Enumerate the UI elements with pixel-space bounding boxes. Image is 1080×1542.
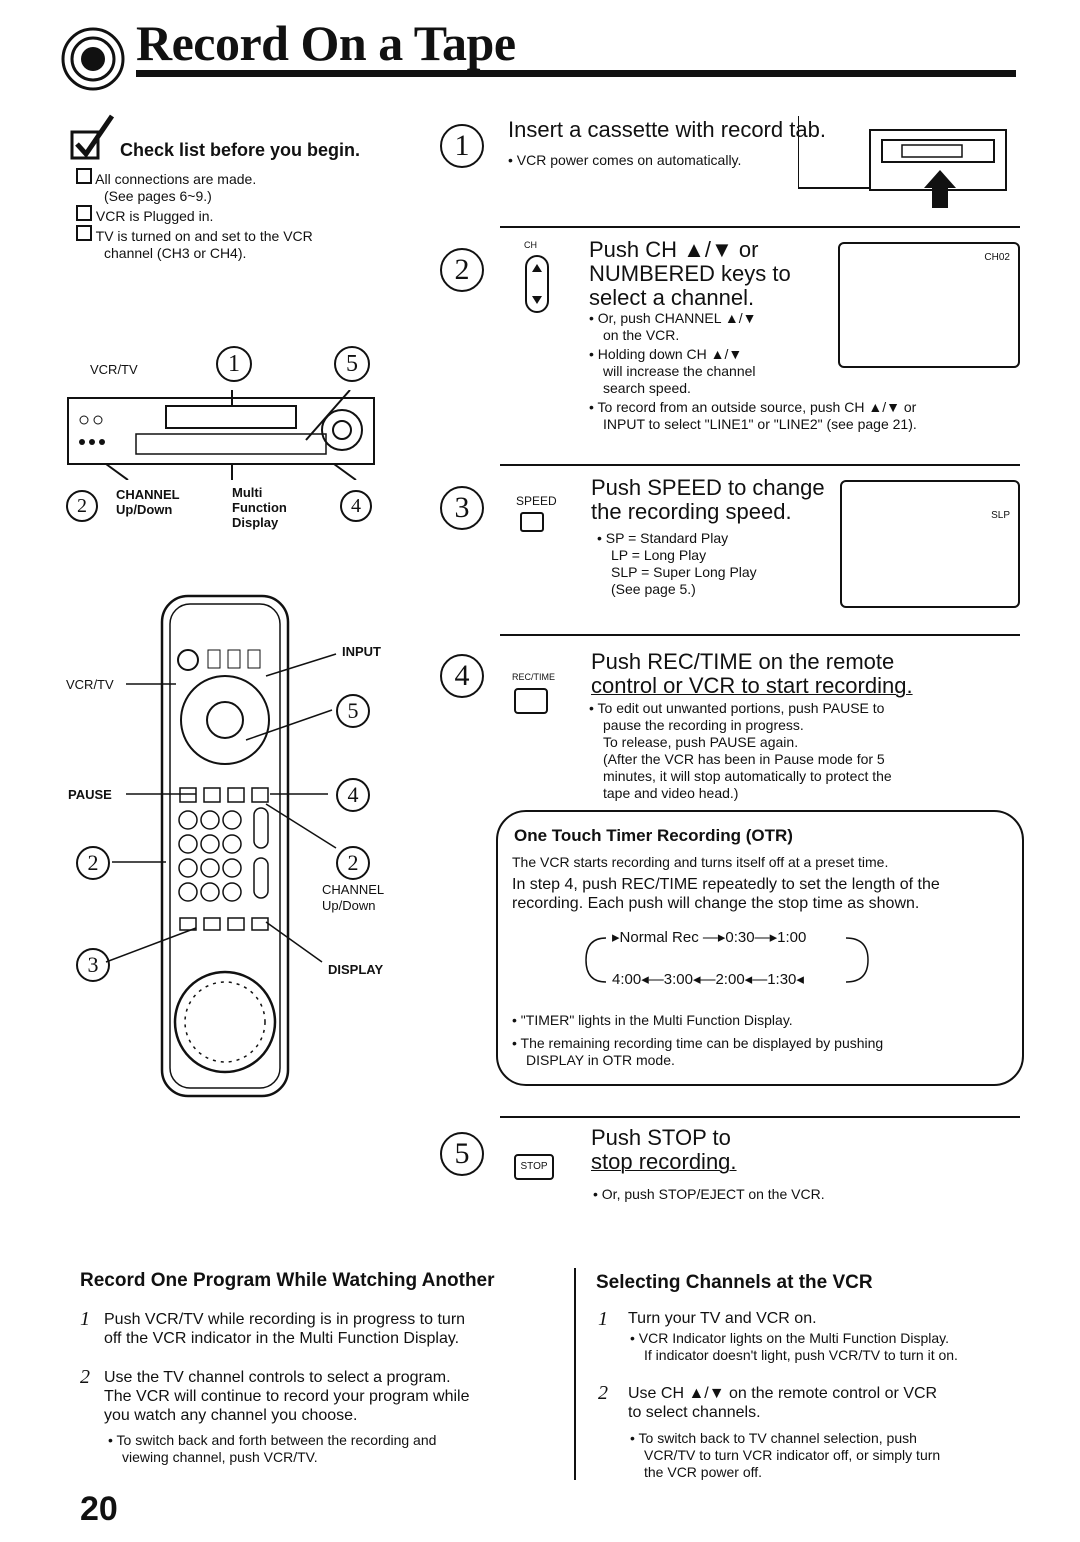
checkbox-icon [76,168,92,184]
speed-button-label: SPEED [516,494,557,508]
vcr-callout-1: 1 [216,346,252,382]
page-title: Record On a Tape [136,15,516,71]
rectime-button-label: REC/TIME [512,672,556,682]
step-3-notes: • SP = Standard Play LP = Long Play SLP … [597,530,757,597]
left-section-title: Record One Program While Watching Anothe… [80,1270,495,1291]
otr-cycle-top: ▸Normal Rec —▸0:30—▸1:00 [612,929,807,946]
vcr-unit-icon [67,390,375,480]
stop-button-icon: STOP [514,1154,554,1180]
checkbox-icon [76,225,92,241]
checklist: All connections are made. (See pages 6~9… [76,168,313,262]
otr-line2: In step 4, push REC/TIME repeatedly to s… [512,876,940,893]
screen-label: CH02 [984,252,1010,263]
right-section-title: Selecting Channels at the VCR [596,1272,873,1293]
remote-callout-4: 4 [336,778,370,812]
remote-label-pause: PAUSE [68,787,112,802]
remote-label-input: INPUT [342,644,381,659]
screen-label: SLP [991,510,1010,521]
checkbox-icon [76,205,92,221]
otr-cycle-diagram: ▸Normal Rec —▸0:30—▸1:00 4:00◂—3:00◂—2:0… [580,920,880,1000]
left-item-1-number: 1 [80,1308,90,1330]
vcr-callout-4: 4 [340,490,372,522]
left-item-2: Use the TV channel controls to select a … [104,1369,470,1424]
checklist-item: VCR is Plugged in. [76,205,313,225]
step-2-notes: • Or, push CHANNEL ▲/▼ on the VCR. • Hol… [589,310,917,432]
checklist-item: TV is turned on and set to the VCR [76,225,313,245]
vcr-label-vcrtv: VCR/TV [90,362,138,377]
otr-bullets: • "TIMER" lights in the Multi Function D… [512,1012,884,1068]
checkmark-icon [70,114,115,160]
otr-cycle-bottom: 4:00◂—3:00◂—2:00◂—1:30◂ [612,971,804,988]
cassette-insert-icon [798,116,1007,208]
remote-control-icon [160,594,290,1098]
page-number: 20 [80,1490,118,1528]
rectime-button-icon [514,688,548,714]
step-1-number: 1 [440,124,484,168]
remote-callout-2-left: 2 [76,846,110,880]
left-item-2-number: 2 [80,1366,90,1388]
step-5-note: • Or, push STOP/EJECT on the VCR. [593,1186,825,1202]
bullseye-icon [61,27,125,91]
remote-label-vcrtv: VCR/TV [66,677,114,692]
remote-label-display: DISPLAY [328,962,384,977]
remote-callout-lines [105,653,337,963]
left-item-1: Push VCR/TV while recording is in progre… [104,1311,466,1347]
column-divider [574,1268,576,1480]
tv-screen-ch: CH02 [838,242,1020,368]
otr-cycle-arrows [585,937,869,983]
step-2-number: 2 [440,248,484,292]
ch-rocker-icon [525,255,549,313]
vcr-callout-2: 2 [66,490,98,522]
right-item-1: Turn your TV and VCR on. [628,1310,817,1327]
remote-callout-2-right: 2 [336,846,370,880]
remote-callout-3: 3 [76,948,110,982]
speed-button-icon [520,512,544,532]
divider [500,226,1020,228]
step-1-note: • VCR power comes on automatically. [508,152,742,168]
divider [500,634,1020,636]
vcr-callout-5: 5 [334,346,370,382]
step-4-notes: • To edit out unwanted portions, push PA… [589,700,892,801]
right-item-1-notes: • VCR Indicator lights on the Multi Func… [630,1330,958,1363]
right-item-2-notes: • To switch back to TV channel selection… [630,1430,941,1480]
step-1-heading: Insert a cassette with record tab. [508,117,826,142]
left-note: • To switch back and forth between the r… [108,1432,437,1465]
checklist-item: All connections are made. [76,168,313,188]
checklist-title: Check list before you begin. [120,140,361,160]
ch-button-label: CH [524,240,537,250]
remote-callout-5: 5 [336,694,370,728]
step-4-number: 4 [440,654,484,698]
divider [500,464,1020,466]
otr-line3: recording. Each push will change the sto… [512,895,920,912]
divider [500,1116,1020,1118]
otr-title: One Touch Timer Recording (OTR) [514,826,793,845]
otr-line1: The VCR starts recording and turns itsel… [512,854,889,870]
tv-screen-speed: SLP [840,480,1020,608]
otr-box [496,810,1024,1086]
right-item-2-number: 2 [598,1382,608,1404]
step-3-number: 3 [440,486,484,530]
title-rule [136,70,1016,77]
step-5-number: 5 [440,1132,484,1176]
right-item-1-number: 1 [598,1308,608,1330]
